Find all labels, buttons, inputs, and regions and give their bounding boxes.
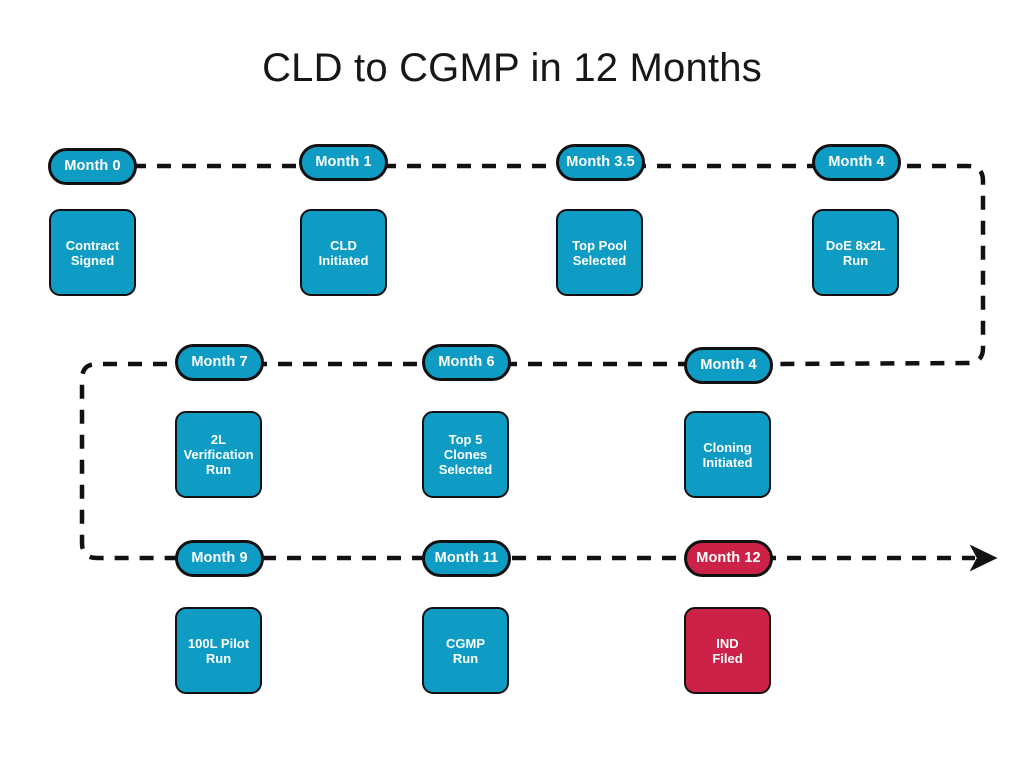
event-card-label: CLD Initiated xyxy=(318,237,369,268)
event-card-label: Cloning Initiated xyxy=(702,439,753,470)
page-title: CLD to CGMP in 12 Months xyxy=(262,46,762,90)
milestone-pill-month-9[interactable]: Month 9 xyxy=(175,540,264,577)
milestone-pill-label: Month 7 xyxy=(191,354,248,371)
event-card-doe-8x2l-run[interactable]: DoE 8x2L Run xyxy=(812,209,899,296)
milestone-pill-label: Month 4 xyxy=(700,357,757,374)
event-card-cgmp-run[interactable]: CGMP Run xyxy=(422,607,509,694)
event-card-label: CGMP Run xyxy=(446,635,485,666)
event-card-label: DoE 8x2L Run xyxy=(825,237,886,268)
milestone-pill-month-3-5[interactable]: Month 3.5 xyxy=(556,144,645,181)
event-card-top-5-clones-selected[interactable]: Top 5 Clones Selected xyxy=(422,411,509,498)
event-card-cld-initiated[interactable]: CLD Initiated xyxy=(300,209,387,296)
event-card-label: IND Filed xyxy=(712,635,743,666)
milestone-pill-label: Month 4 xyxy=(828,154,885,171)
milestone-pill-month-4-cloning[interactable]: Month 4 xyxy=(684,347,773,384)
event-card-ind-filed[interactable]: IND Filed xyxy=(684,607,771,694)
milestone-pill-label: Month 11 xyxy=(434,550,499,567)
milestone-pill-label: Month 0 xyxy=(64,158,121,175)
milestone-pill-month-1[interactable]: Month 1 xyxy=(299,144,388,181)
milestone-pill-month-4-doe[interactable]: Month 4 xyxy=(812,144,901,181)
milestone-pill-month-7[interactable]: Month 7 xyxy=(175,344,264,381)
milestone-pill-label: Month 6 xyxy=(438,354,495,371)
event-card-cloning-initiated[interactable]: Cloning Initiated xyxy=(684,411,771,498)
event-card-label: Contract Signed xyxy=(65,237,120,268)
milestone-pill-label: Month 9 xyxy=(191,550,248,567)
event-card-label: 100L Pilot Run xyxy=(187,635,250,666)
event-card-top-pool-selected[interactable]: Top Pool Selected xyxy=(556,209,643,296)
milestone-pill-month-11[interactable]: Month 11 xyxy=(422,540,511,577)
milestone-pill-month-0[interactable]: Month 0 xyxy=(48,148,137,185)
milestone-pill-month-6[interactable]: Month 6 xyxy=(422,344,511,381)
event-card-2l-verification-run[interactable]: 2L Verification Run xyxy=(175,411,262,498)
connector-row2 xyxy=(79,361,692,561)
milestone-pill-month-12[interactable]: Month 12 xyxy=(684,540,773,577)
milestone-pill-label: Month 3.5 xyxy=(566,154,635,171)
event-card-label: 2L Verification Run xyxy=(183,432,254,477)
event-card-label: Top Pool Selected xyxy=(572,237,627,268)
milestone-pill-label: Month 12 xyxy=(696,550,761,567)
event-card-label: Top 5 Clones Selected xyxy=(438,432,493,477)
milestone-pill-label: Month 1 xyxy=(315,154,372,171)
event-card-contract-signed[interactable]: Contract Signed xyxy=(49,209,136,296)
event-card-100l-pilot-run[interactable]: 100L Pilot Run xyxy=(175,607,262,694)
